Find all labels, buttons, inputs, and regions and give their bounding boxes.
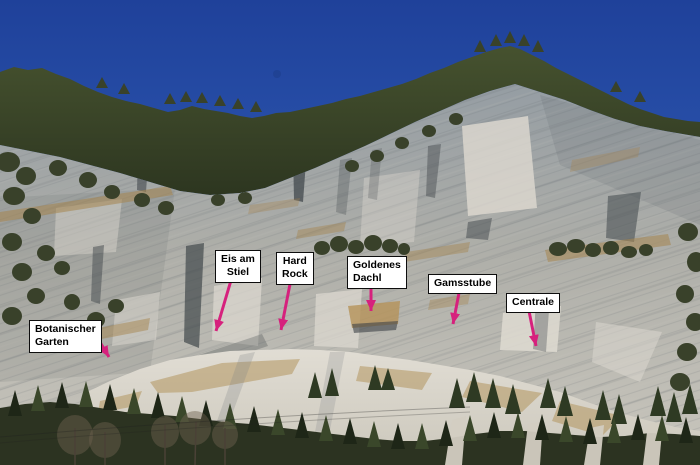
- label-botanischer-garten: Botanischer Garten: [29, 320, 102, 353]
- label-centrale: Centrale: [506, 293, 561, 313]
- ridge-forest: [0, 46, 700, 195]
- label-goldenes-dachl: Goldenes Dachl: [347, 256, 407, 289]
- sensor-dust-spot: [273, 70, 281, 78]
- power-lines: [0, 406, 471, 444]
- label-hard-rock: Hard Rock: [276, 252, 314, 285]
- forest-conifers: [8, 381, 693, 449]
- label-gamsstube: Gamsstube: [428, 274, 498, 294]
- ridge-treetop-trees: [96, 31, 646, 112]
- goldenes-dachl-roof: [348, 301, 400, 333]
- bare-trees: [57, 411, 238, 465]
- scree-conifers: [308, 365, 698, 424]
- label-eis-am-stiel: Eis am Stiel: [215, 250, 261, 283]
- rock-highlights: [54, 116, 662, 382]
